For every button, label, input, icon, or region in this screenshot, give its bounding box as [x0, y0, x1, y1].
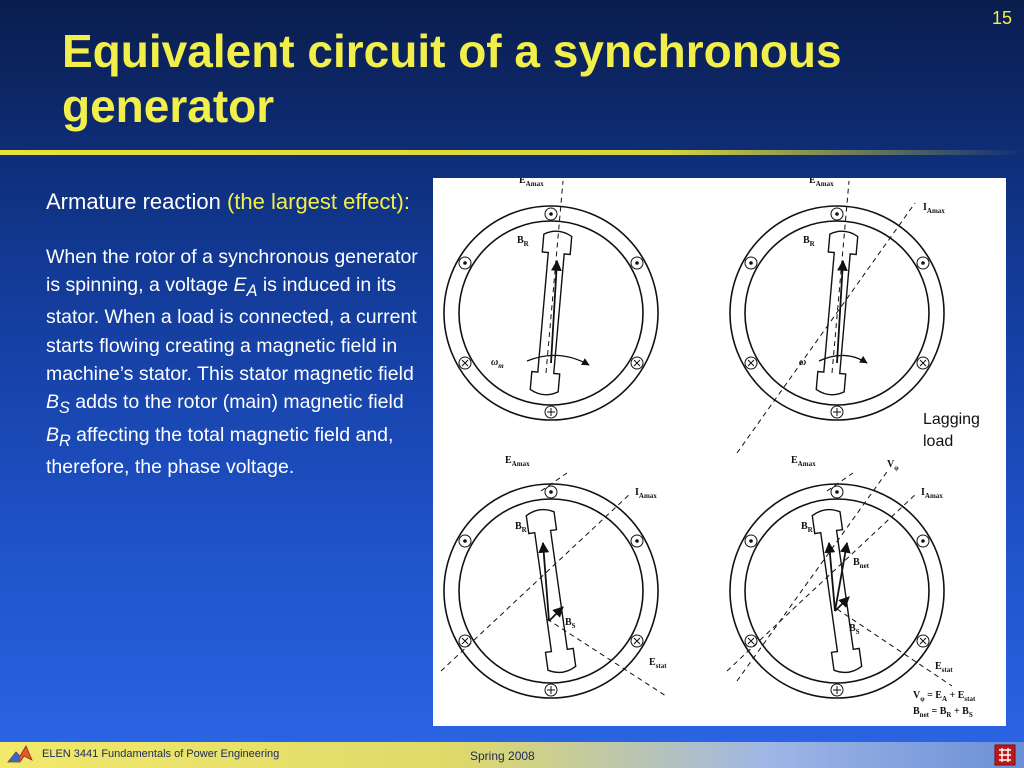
armature-reaction-figure: EAmax BR ωm EAmax IAmax BR ω EAmax: [433, 178, 1006, 726]
text-panel: Armature reaction (the largest effect): …: [46, 188, 422, 481]
lagging-load-callout: Lagging load: [923, 409, 980, 452]
panel-net-field: EAmax Vφ IAmax BR Bnet BS Estat: [726, 455, 953, 699]
slide-title: Equivalent circuit of a synchronous gene…: [62, 25, 842, 133]
svg-text:EAmax: EAmax: [809, 178, 834, 188]
svg-text:BR: BR: [517, 235, 530, 248]
svg-text:BR: BR: [515, 521, 528, 534]
svg-text:IAmax: IAmax: [923, 202, 945, 215]
subheading: Armature reaction (the largest effect):: [46, 188, 422, 217]
svg-text:IAmax: IAmax: [635, 487, 657, 500]
callout-line-2: load: [923, 432, 954, 450]
callout-line-1: Lagging: [923, 411, 980, 428]
slide-number: 15: [991, 8, 1012, 28]
body-text-2: is induced in its stator. When a load is…: [46, 273, 417, 385]
body-text-4: affecting the total magnetic field and, …: [46, 423, 394, 479]
panel-no-load: EAmax BR ωm: [443, 178, 659, 421]
svg-text:BR: BR: [803, 235, 816, 248]
svg-text:BS: BS: [565, 617, 576, 630]
symbol-br-sub: R: [59, 431, 71, 450]
figure-drawing: EAmax BR ωm EAmax IAmax BR ω EAmax: [440, 178, 976, 719]
symbol-br: B: [46, 423, 60, 446]
subheading-plain: Armature reaction: [46, 189, 227, 214]
title-underline: [0, 150, 1024, 155]
footer-bar: ELEN 3441 Fundamentals of Power Engineer…: [0, 742, 1024, 768]
svg-text:IAmax: IAmax: [921, 487, 943, 500]
university-badge-icon: [994, 744, 1016, 766]
symbol-bs-sub: S: [59, 399, 70, 417]
body-text-3: adds to the rotor (main) magnetic field: [69, 391, 404, 414]
svg-text:BR: BR: [801, 521, 814, 534]
symbol-e: E: [233, 273, 247, 296]
svg-text:Vφ: Vφ: [887, 459, 899, 472]
svg-text:Estat: Estat: [649, 657, 667, 670]
body-paragraph: When the rotor of a synchronous generato…: [46, 243, 422, 482]
subheading-accent: (the largest effect):: [226, 189, 410, 214]
svg-text:EAmax: EAmax: [505, 455, 530, 468]
symbol-bs: B: [46, 391, 60, 414]
panel-stator-field: EAmax IAmax BR BS Estat: [440, 455, 667, 699]
panel-lagging-current: EAmax IAmax BR ω: [729, 178, 945, 454]
svg-text:BS: BS: [849, 623, 860, 636]
symbol-e-sub: A: [246, 281, 258, 300]
svg-text:Estat: Estat: [935, 661, 953, 674]
equations: Vφ = EA + Estat Bnet = BR + BS: [913, 690, 976, 719]
footer-course: ELEN 3441 Fundamentals of Power Engineer…: [42, 748, 280, 760]
svg-text:Bnet: Bnet: [853, 557, 870, 570]
svg-text:EAmax: EAmax: [519, 178, 544, 188]
svg-text:Bnet = BR + BS: Bnet = BR + BS: [913, 706, 973, 719]
matlab-logo-icon: [7, 745, 33, 763]
svg-text:ωm: ωm: [491, 357, 504, 370]
svg-text:EAmax: EAmax: [791, 455, 816, 468]
footer-term: Spring 2008: [470, 749, 535, 763]
svg-text:ω: ω: [799, 357, 806, 368]
body-text-1: When the rotor of a synchronous generato…: [46, 245, 418, 296]
svg-text:Vφ = EA + Estat: Vφ = EA + Estat: [913, 690, 976, 703]
